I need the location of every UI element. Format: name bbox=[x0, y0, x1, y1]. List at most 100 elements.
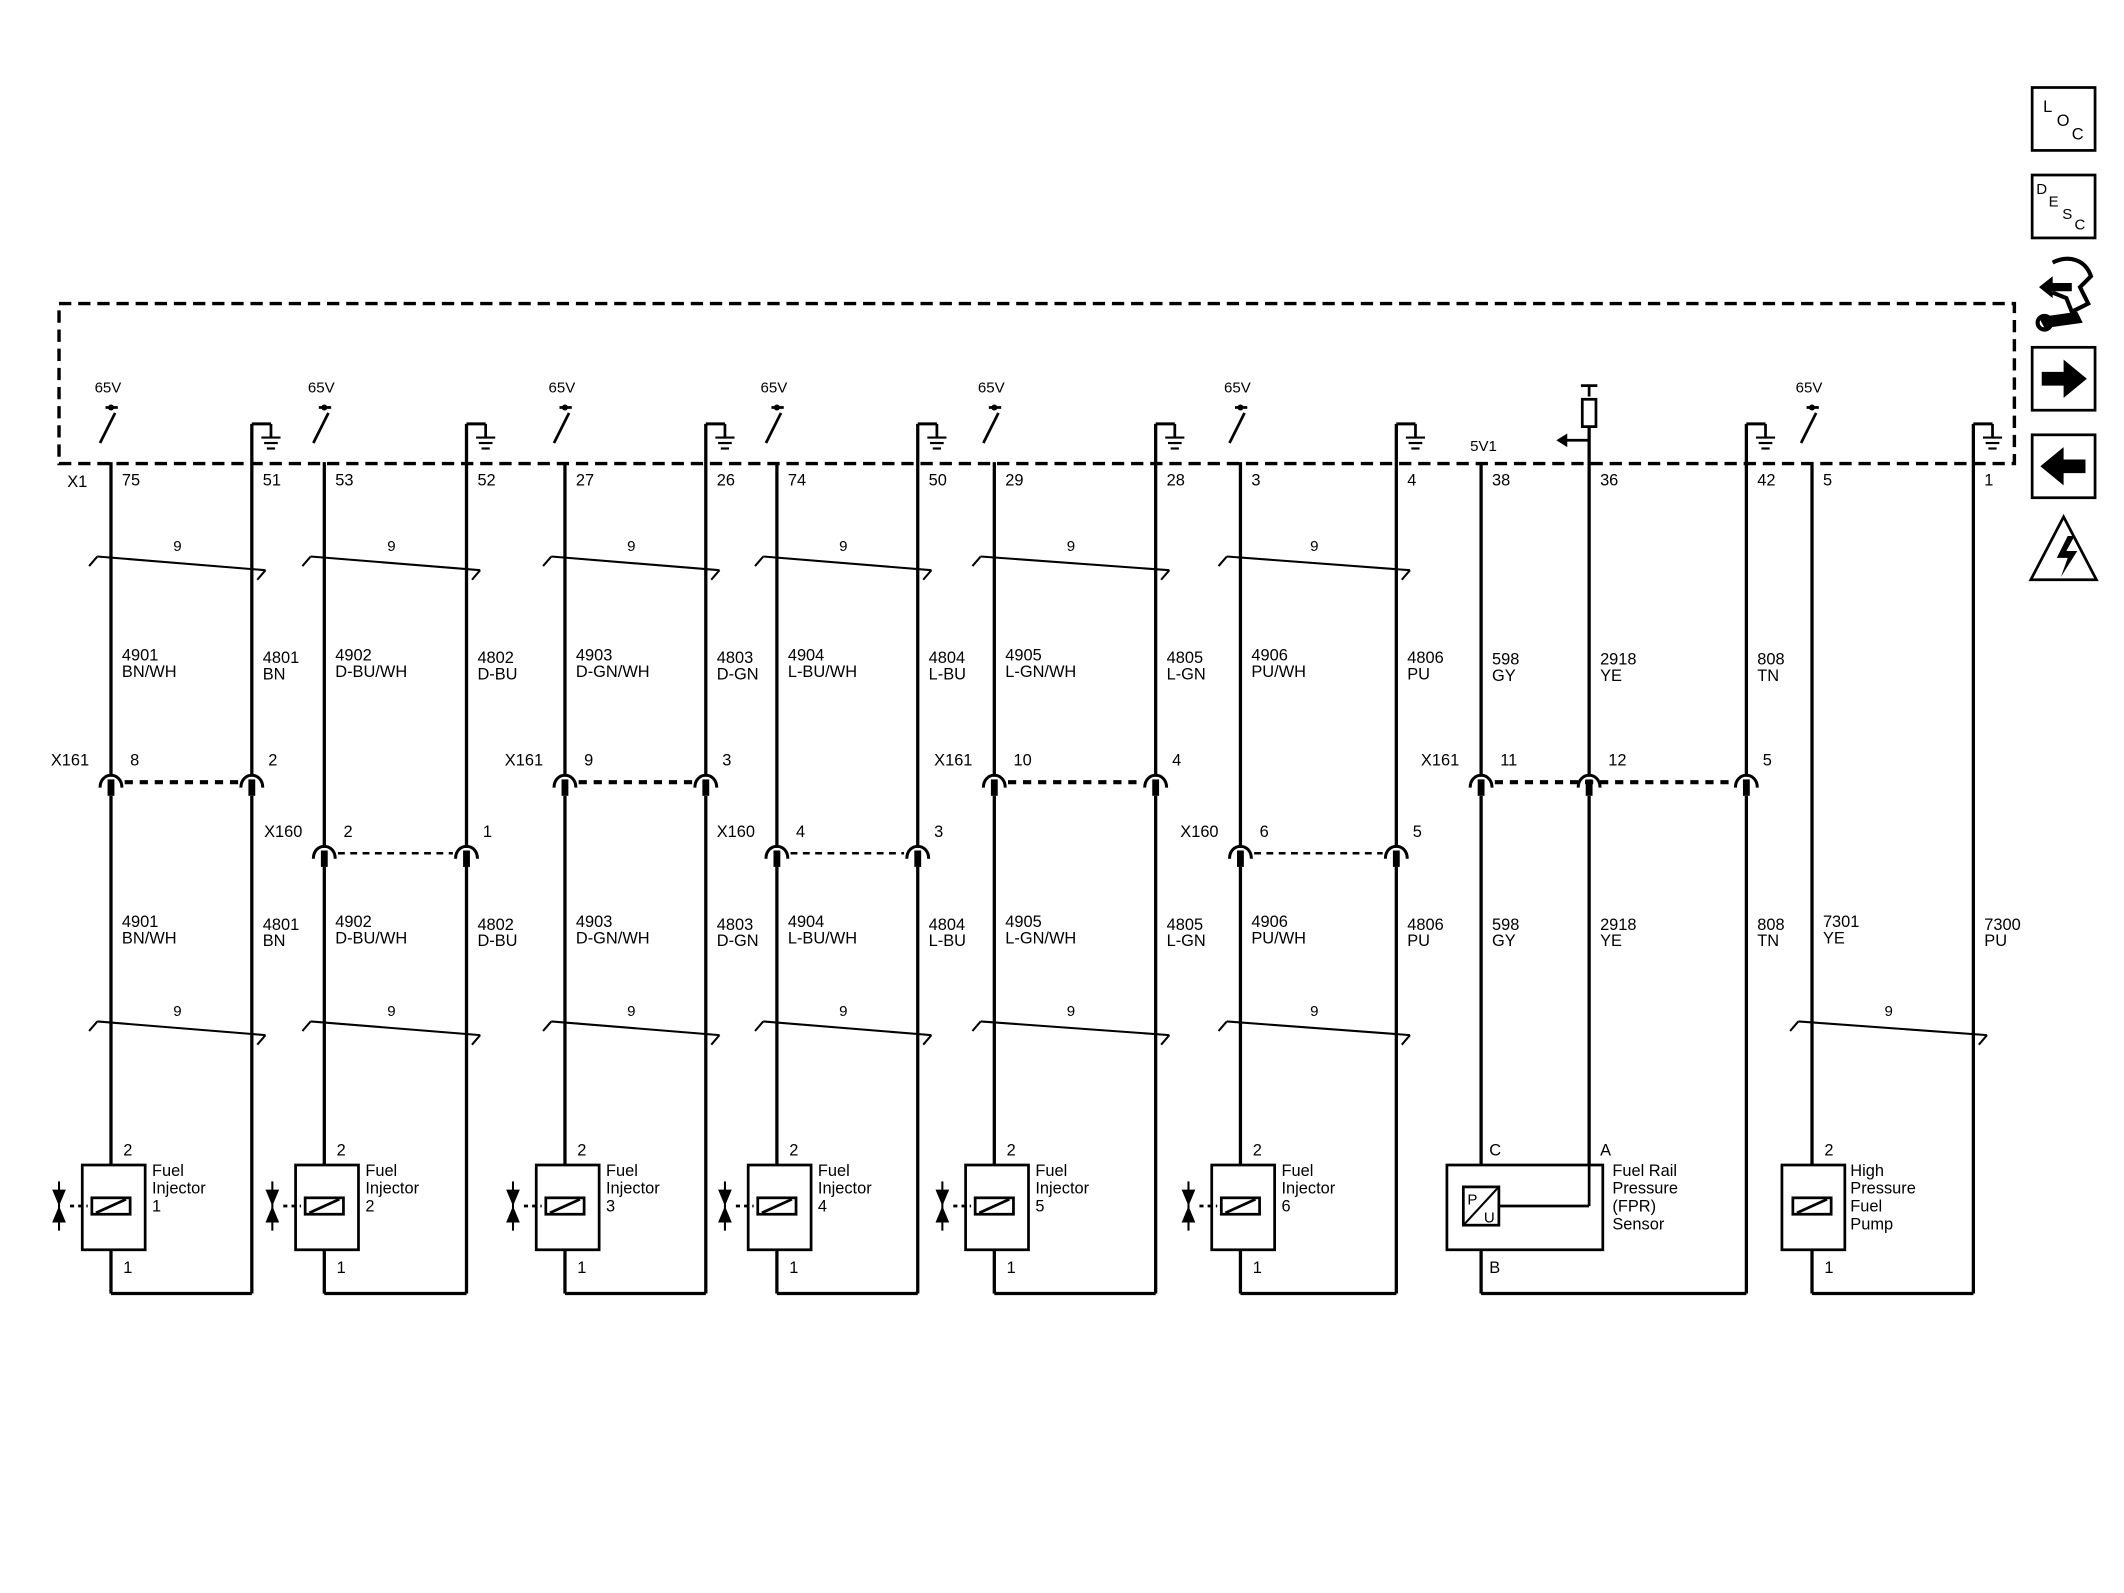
module-pin-label: 4 bbox=[1407, 471, 1416, 489]
lo-wire-label: BN bbox=[263, 666, 286, 684]
pump-wire-label: YE bbox=[1823, 929, 1845, 947]
lo-wire-label: BN bbox=[263, 932, 286, 950]
inline-connector-label: X160 bbox=[717, 823, 755, 841]
twist-end bbox=[1160, 1034, 1171, 1046]
pump-wire-label: PU bbox=[1984, 932, 2007, 950]
inline-connector-terminal bbox=[1383, 844, 1409, 859]
inline-pin-label: 2 bbox=[343, 823, 352, 841]
component-pin-label: 2 bbox=[123, 1141, 132, 1159]
twisted-pair-line bbox=[551, 1020, 720, 1037]
component-label: 5 bbox=[1035, 1198, 1044, 1216]
switch-lever bbox=[982, 412, 1000, 444]
component-pin-label: 2 bbox=[1824, 1141, 1833, 1159]
sensor-label: Fuel Rail bbox=[1612, 1162, 1677, 1180]
hi-wire-label: 4901 bbox=[122, 913, 158, 931]
inline-pin-label: 10 bbox=[1013, 752, 1031, 770]
description-button[interactable]: D E S C bbox=[2030, 173, 2097, 240]
module-pin-label: 53 bbox=[335, 471, 353, 489]
inline-pin-label: 9 bbox=[584, 752, 593, 770]
desc-letter-s: S bbox=[2062, 206, 2072, 223]
component-label: Injector bbox=[152, 1180, 206, 1198]
module-pin-label: 75 bbox=[122, 471, 140, 489]
component-label: Injector bbox=[1035, 1180, 1089, 1198]
component-pin-label: 2 bbox=[337, 1141, 346, 1159]
module-pin-label: 27 bbox=[576, 471, 594, 489]
twisted-pair-line bbox=[1798, 1020, 1988, 1037]
lo-wire-label: D-GN bbox=[717, 932, 759, 950]
inline-connector-terminal bbox=[98, 773, 124, 788]
sensor-label: Pressure bbox=[1612, 1180, 1678, 1198]
pump-label: Fuel bbox=[1850, 1198, 1882, 1216]
component-label: Injector bbox=[606, 1180, 660, 1198]
tools-icon[interactable] bbox=[2035, 256, 2094, 332]
component-label: Injector bbox=[818, 1180, 872, 1198]
sensor-wire-label: 808 bbox=[1757, 651, 1784, 669]
twist-end bbox=[710, 569, 721, 581]
sensor-wire-label: 598 bbox=[1492, 651, 1519, 669]
hi-wire-label: L-BU/WH bbox=[788, 663, 857, 681]
component-label: 1 bbox=[152, 1198, 161, 1216]
component-label: Fuel bbox=[152, 1162, 184, 1180]
inline-connector-pin bbox=[107, 779, 115, 796]
inline-connector-terminal bbox=[1468, 773, 1494, 788]
twist-end bbox=[1217, 1020, 1228, 1032]
inline-connector-terminal bbox=[239, 773, 265, 788]
inline-connector-pin bbox=[1152, 779, 1160, 796]
module-pin-label: 74 bbox=[788, 471, 806, 489]
switch-lever bbox=[764, 412, 783, 444]
twisted-pair-label: 9 bbox=[627, 538, 635, 555]
hi-wire-label: 4904 bbox=[788, 913, 824, 931]
control-module-boundary bbox=[57, 301, 2017, 466]
twist-end bbox=[1401, 1034, 1411, 1046]
inline-connector-label: X161 bbox=[505, 752, 543, 770]
hi-wire-label: D-GN/WH bbox=[576, 663, 650, 681]
twist-end bbox=[88, 555, 99, 567]
module-pin-label: 28 bbox=[1167, 471, 1185, 489]
hi-wire-label: D-BU/WH bbox=[335, 929, 407, 947]
twist-end bbox=[542, 555, 553, 567]
location-button[interactable]: L O C bbox=[2030, 86, 2097, 152]
electrical-hazard-icon[interactable] bbox=[2028, 513, 2099, 582]
component-label: Fuel bbox=[365, 1162, 397, 1180]
previous-page-button[interactable] bbox=[2030, 433, 2097, 500]
component-label: 2 bbox=[365, 1198, 374, 1216]
twist-end bbox=[1217, 555, 1228, 567]
twisted-pair-label: 9 bbox=[1067, 1003, 1075, 1020]
pump-wire-label: 7300 bbox=[1984, 916, 2020, 934]
sensor-label: Sensor bbox=[1612, 1215, 1664, 1233]
hi-wire-label: 4902 bbox=[335, 913, 371, 931]
lo-wire-label: L-BU bbox=[929, 932, 966, 950]
component-pin-label: 1 bbox=[337, 1259, 346, 1277]
pump-label: High bbox=[1850, 1162, 1884, 1180]
inline-pin-label: 3 bbox=[934, 823, 943, 841]
inline-connector-terminal bbox=[1228, 844, 1253, 859]
twisted-pair-line bbox=[1226, 555, 1411, 572]
inline-connector-pin bbox=[561, 779, 569, 796]
inline-connector-terminal bbox=[454, 844, 479, 859]
inline-connector-terminal bbox=[1576, 773, 1602, 788]
pullup-resistor bbox=[1580, 397, 1598, 428]
hi-wire-label: 4905 bbox=[1005, 646, 1041, 664]
inline-pin-label: 12 bbox=[1608, 752, 1626, 770]
pump-label: Pump bbox=[1850, 1215, 1893, 1233]
twist-end bbox=[301, 555, 312, 567]
hi-wire-label: PU/WH bbox=[1251, 929, 1306, 947]
nav-panel: L O C D E S C bbox=[2028, 86, 2099, 582]
component-pin-label: 2 bbox=[1007, 1141, 1016, 1159]
inline-connector-pin bbox=[1392, 850, 1400, 867]
inline-pin-label: 4 bbox=[1172, 752, 1181, 770]
voltage-label: 65V bbox=[308, 379, 335, 396]
transducer-glyph: P bbox=[1467, 1192, 1477, 1209]
component-label: Fuel bbox=[1281, 1162, 1313, 1180]
next-page-button[interactable] bbox=[2030, 345, 2097, 412]
twist-end bbox=[1401, 569, 1411, 581]
component-pin-label: 1 bbox=[1824, 1259, 1833, 1277]
inline-pin-label: 11 bbox=[1500, 752, 1517, 770]
module-pin-label: 36 bbox=[1600, 471, 1618, 489]
twisted-pair-label: 9 bbox=[839, 538, 847, 555]
inline-connector-pin bbox=[1585, 779, 1593, 796]
module-pin-label: 1 bbox=[1984, 471, 1993, 489]
transducer-diagonal bbox=[1463, 1187, 1499, 1225]
lo-wire-label: L-GN bbox=[1167, 932, 1206, 950]
